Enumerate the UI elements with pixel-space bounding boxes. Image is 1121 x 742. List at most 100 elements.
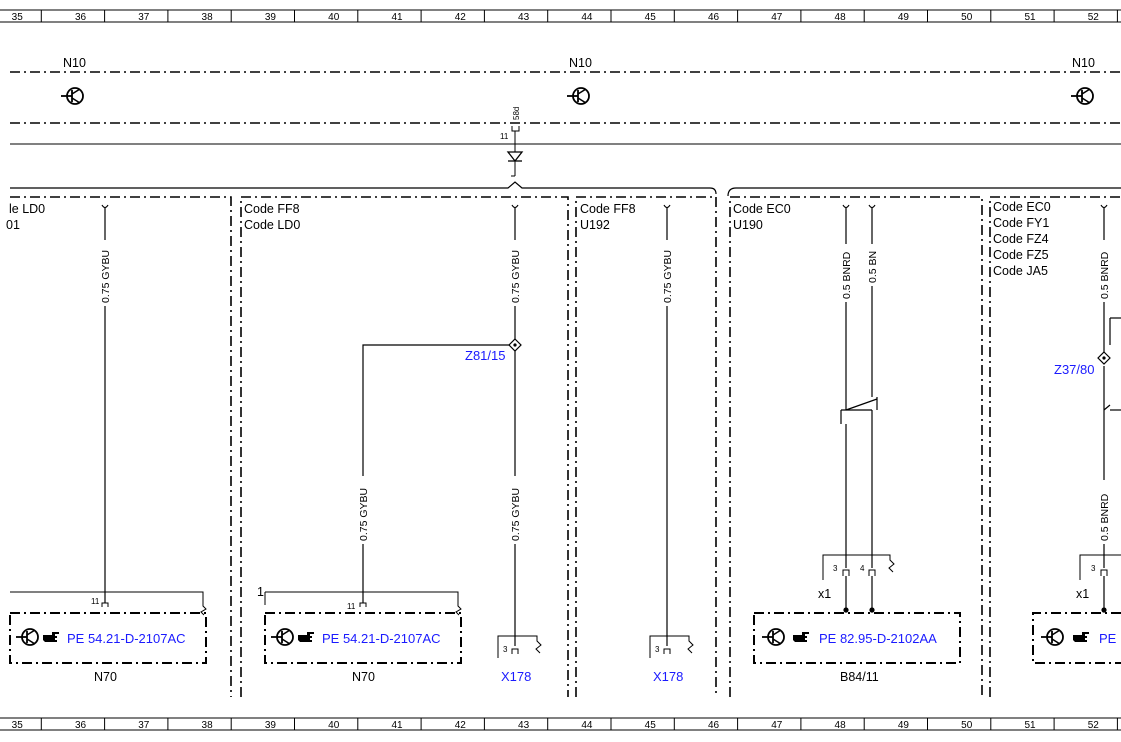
component-name: N70 — [352, 670, 375, 684]
ruler-column-label: 49 — [898, 12, 910, 23]
ruler-column-label: 45 — [645, 12, 657, 23]
component-b84-11: 3 4 x1 PE 82.95-D-2102AA B84/11 — [753, 554, 961, 684]
wire-label: 0.5 BNRD — [1099, 493, 1111, 541]
reference-link[interactable]: PE — [1099, 631, 1117, 646]
connector-x178-1[interactable]: 3 X178 — [497, 635, 542, 684]
pin-label: 3 — [1091, 564, 1096, 573]
ground-symbol-icon — [16, 628, 39, 646]
ruler-column-label: 44 — [581, 720, 593, 731]
top-connector-pin: 11 — [500, 132, 509, 141]
wire-paths — [104, 208, 1121, 646]
ruler-column-label: 35 — [12, 12, 24, 23]
wire-label: 0.75 GYBU — [510, 488, 522, 541]
code-label: Code JA5 — [993, 264, 1048, 278]
top-connector-terminal: 58d — [512, 107, 521, 120]
ruler-column-label: 43 — [518, 720, 530, 731]
connector-name: X178 — [501, 669, 531, 684]
ruler-column-label: 37 — [138, 12, 150, 23]
ground-symbol-icon — [61, 87, 84, 105]
top-connector: 11 58d — [500, 107, 524, 177]
ground-symbol-icon — [762, 628, 785, 646]
ruler-column-label: 48 — [835, 12, 847, 23]
hand-pointer-icon — [1073, 632, 1089, 642]
ruler-column-label: 37 — [138, 720, 150, 731]
wire-label: 0.75 GYBU — [358, 488, 370, 541]
code-label: Code EC0 — [993, 200, 1051, 214]
code-label: 01 — [6, 218, 20, 232]
ruler-column-label: 50 — [961, 720, 973, 731]
pin-label: 11 — [91, 597, 100, 606]
ruler-column-label: 40 — [328, 720, 340, 731]
ground-symbol-icon — [567, 87, 590, 105]
section-codes-2: Code FF8 Code LD0 — [244, 202, 300, 232]
ruler-column-label: 35 — [12, 720, 24, 731]
wire-label: 0.5 BNRD — [841, 251, 853, 299]
ruler-column-label: 44 — [581, 12, 593, 23]
connector-x178-2[interactable]: 3 X178 — [649, 635, 694, 684]
pin-label: 3 — [503, 645, 508, 654]
pin-label: 4 — [860, 564, 865, 573]
section-codes-5: Code EC0 Code FY1 Code FZ4 Code FZ5 Code… — [993, 200, 1051, 278]
reference-link[interactable]: PE 54.21-D-2107AC — [67, 631, 186, 646]
splice-z81-15[interactable]: Z81/15 — [465, 338, 522, 363]
ground-point-2[interactable]: N10 — [567, 56, 592, 105]
ruler-column-label: 38 — [202, 720, 214, 731]
wire-terminals — [101, 204, 1108, 209]
hand-pointer-icon — [793, 632, 809, 642]
reference-link[interactable]: PE 82.95-D-2102AA — [819, 631, 937, 646]
reference-link[interactable]: PE 54.21-D-2107AC — [322, 631, 441, 646]
wire-label: 0.75 GYBU — [510, 250, 522, 303]
ruler-column-label: 52 — [1088, 720, 1100, 731]
ruler-column-label: 46 — [708, 12, 720, 23]
wire-label: 0.5 BNRD — [1099, 251, 1111, 299]
code-label: Code EC0 — [733, 202, 791, 216]
section-codes-1: le LD0 01 — [6, 202, 45, 232]
splice-z37-80[interactable]: Z37/80 — [1054, 351, 1111, 377]
ruler-column-label: 36 — [75, 12, 87, 23]
ruler-column-label: 40 — [328, 12, 340, 23]
pin-label: 1 — [257, 585, 264, 599]
pin-label: 3 — [655, 645, 660, 654]
code-label: le LD0 — [9, 202, 45, 216]
code-label: Code FZ4 — [993, 232, 1049, 246]
ruler-column-label: 49 — [898, 720, 910, 731]
group-bracket-left — [10, 181, 717, 195]
ruler-column-label: 41 — [391, 720, 403, 731]
ruler-column-label: 46 — [708, 720, 720, 731]
code-label: Code FF8 — [244, 202, 300, 216]
ruler-column-label: 43 — [518, 12, 530, 23]
ruler-column-label: 52 — [1088, 12, 1100, 23]
ruler-column-label: 48 — [835, 720, 847, 731]
wire-labels: 0.75 GYBU 0.75 GYBU 0.75 GYBU 0.75 GYBU … — [100, 250, 1111, 541]
splice-label: Z81/15 — [465, 348, 505, 363]
code-label: U192 — [580, 218, 610, 232]
ruler-column-label: 42 — [455, 12, 467, 23]
code-label: U190 — [733, 218, 763, 232]
ground-symbol-icon — [271, 628, 294, 646]
pin-label: 3 — [833, 564, 838, 573]
component-name: N70 — [94, 670, 117, 684]
connector-label: x1 — [818, 587, 831, 601]
section-codes-3: Code FF8 U192 — [580, 202, 636, 232]
code-label: Code LD0 — [244, 218, 300, 232]
wire-label: 0.5 BN — [867, 251, 879, 283]
code-label: Code FZ5 — [993, 248, 1049, 262]
ruler-column-label: 47 — [771, 720, 783, 731]
code-label: Code FF8 — [580, 202, 636, 216]
ground-label: N10 — [1072, 56, 1095, 70]
ruler-column-label: 41 — [391, 12, 403, 23]
wire-label: 0.75 GYBU — [662, 250, 674, 303]
ground-symbol-icon — [1071, 87, 1094, 105]
ground-label: N10 — [63, 56, 86, 70]
component-n70-2: 1 11 PE 54.21-D-2107AC N70 — [257, 585, 462, 684]
ground-point-3[interactable]: N10 — [1071, 56, 1095, 105]
wire-label: 0.75 GYBU — [100, 250, 112, 303]
ruler-column-label: 50 — [961, 12, 973, 23]
ruler-column-label: 45 — [645, 720, 657, 731]
pin-label: 11 — [347, 602, 356, 611]
section-codes-4: Code EC0 U190 — [733, 202, 791, 232]
group-bracket-right — [727, 187, 1121, 197]
component-n70-1: 11 PE 54.21-D-2107AC N70 — [9, 591, 207, 684]
ground-point-1[interactable]: N10 — [61, 56, 86, 105]
